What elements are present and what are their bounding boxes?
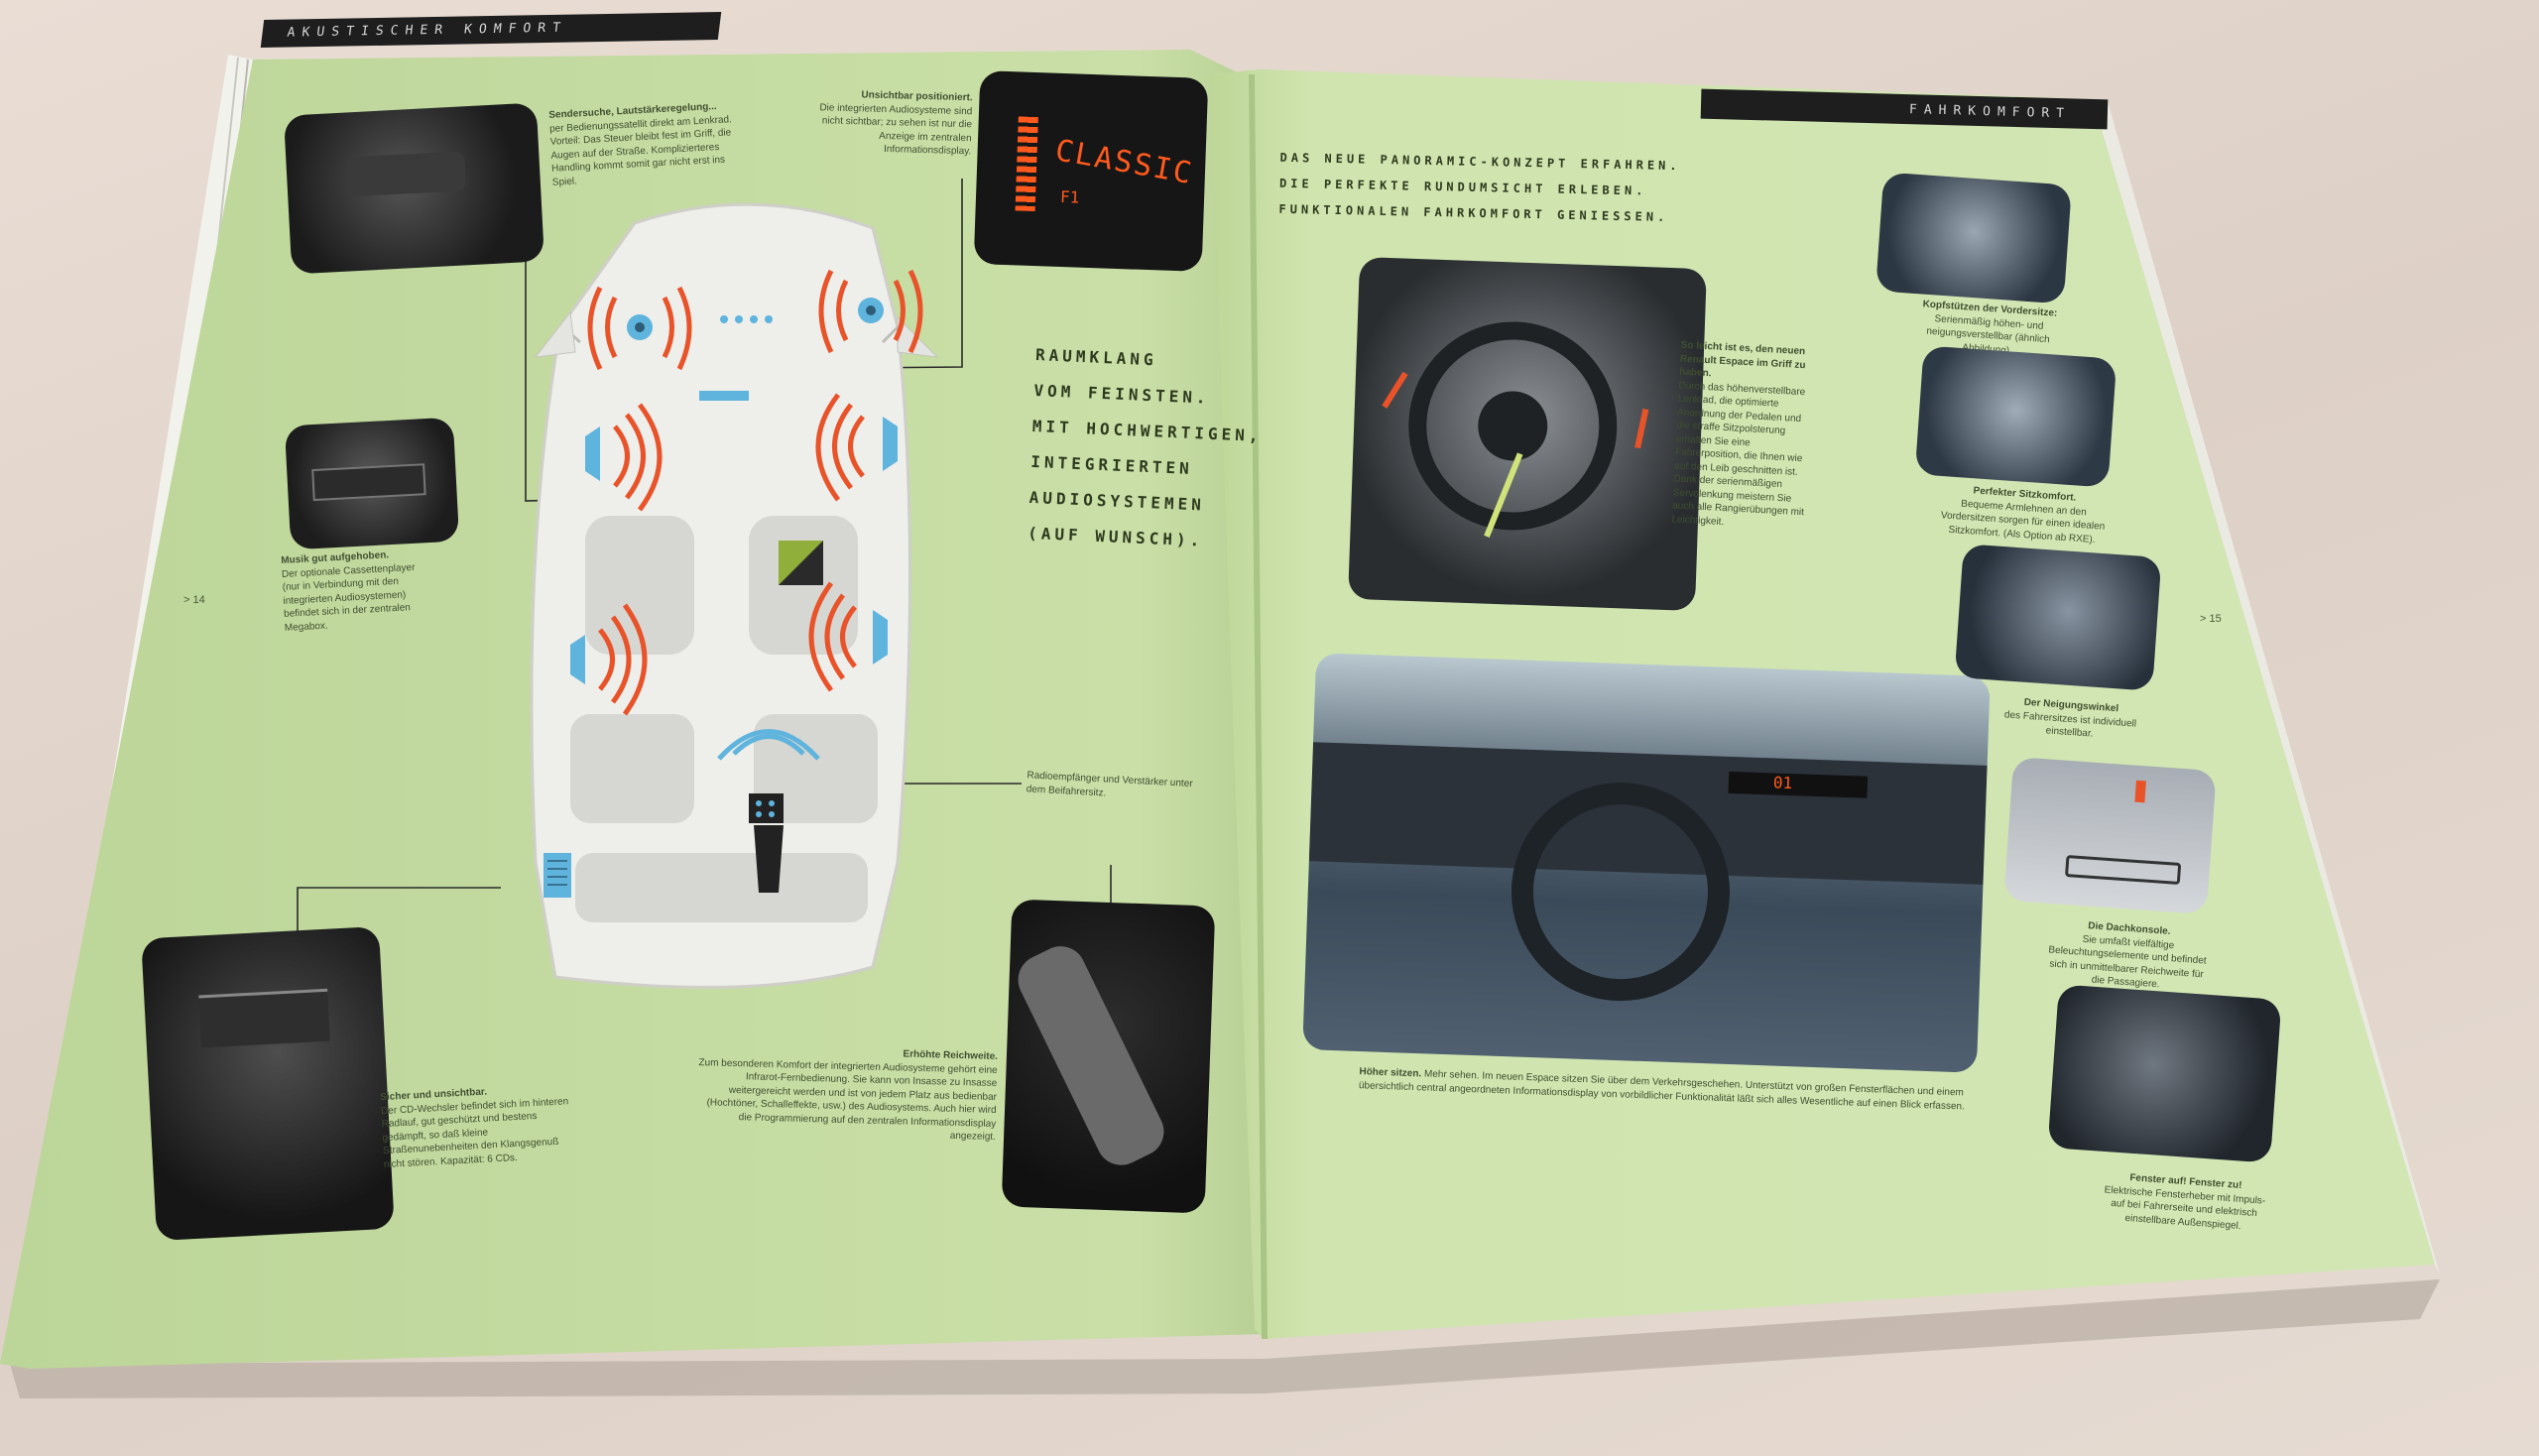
headrest-photo [1875,172,2072,304]
caption-steering: Sendersuche, Lautstärkeregelung...per Be… [548,101,733,188]
caption-cassette: Musik gut aufgehoben.Der optionale Casse… [281,549,416,634]
page-number-left: > 14 [183,594,205,606]
section-title: FAHRKOMFORT [1908,102,2072,122]
display-sub-text: F1 [1059,186,1080,207]
headline-right: DAS NEUE PANORAMIC-KONZEPT ERFAHREN. DIE… [1278,150,1681,224]
caption-roof: Die Dachkonsole.Sie umfaßt vielfältige B… [2048,920,2207,991]
cd-changer-photo [141,925,395,1242]
dashboard-photo: 01 [1302,653,1991,1073]
dash-display-text: 01 [1772,773,1793,793]
cassette-player-photo [284,417,460,550]
steering-controls-photo [283,102,545,275]
audio-display-photo: CLASSIC F1 [973,70,1209,272]
caption-wheel: So leicht ist es, den neuen Renault Espa… [1671,339,1806,528]
window-switch-photo [2047,984,2282,1163]
seat-recline-photo [1954,544,2162,691]
caption-remote: Erhöhte Reichweite.Zum besonderen Komfor… [698,1048,999,1143]
remote-control-photo [1001,899,1216,1214]
display-level-bars [1015,116,1038,212]
roof-console-photo [2003,757,2217,914]
page-number-right: > 15 [2200,613,2222,625]
headline-left: RAUMKLANG VOM FEINSTEN. MIT HOCHWERTIGEN… [1027,345,1263,550]
armrest-photo [1914,345,2117,488]
steering-wheel-photo [1348,256,1707,612]
display-classic-text: CLASSIC [1052,133,1196,192]
caption-display: Unsichtbar positioniert.Die integrierten… [819,89,973,158]
caption-cd: Sicher und unsichtbar.Der CD-Wechsler be… [380,1086,569,1170]
